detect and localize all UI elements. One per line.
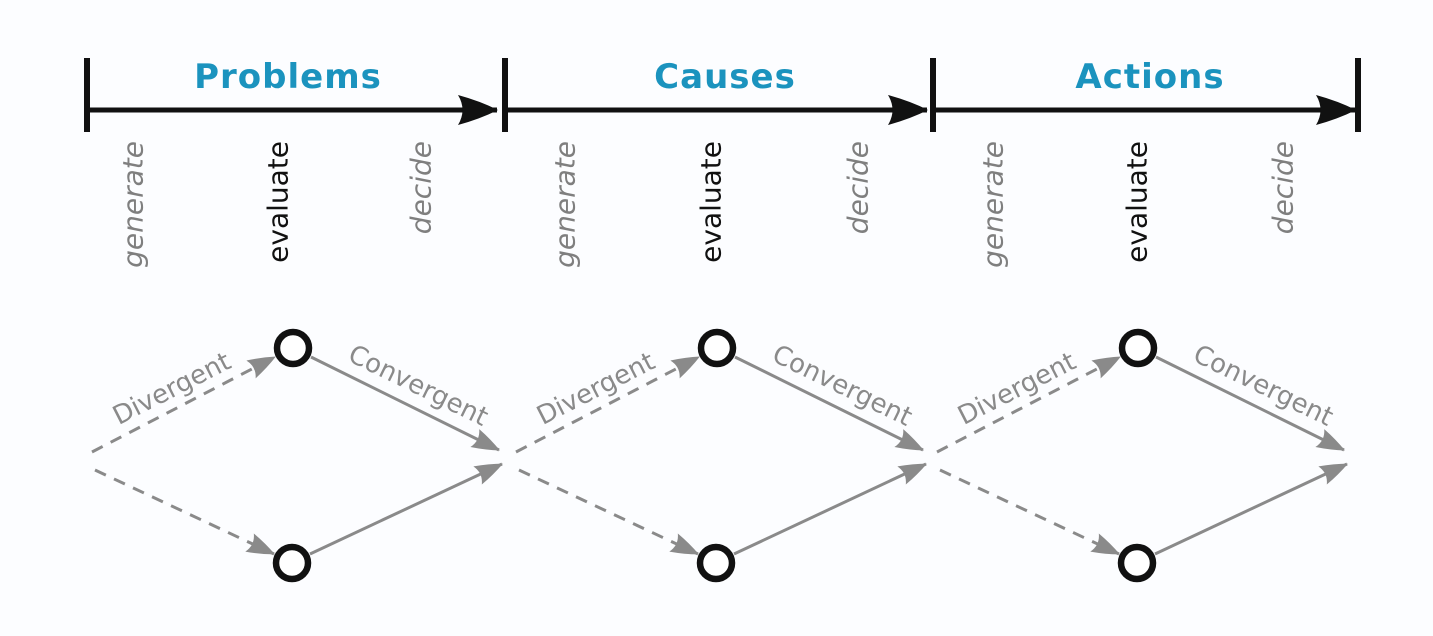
convergent-label: Convergent — [1188, 339, 1337, 432]
phase-label-decide-1: decide — [405, 141, 438, 234]
timeline: Problems Causes Actions — [84, 57, 1361, 132]
convergent-arrow-upper — [734, 355, 924, 452]
option-node-bottom — [272, 543, 312, 583]
divergent-arrow-lower — [94, 468, 275, 556]
divergent-label: Divergent — [532, 347, 660, 432]
phase-label-generate-2: generate — [549, 141, 582, 268]
divergent-arrow-upper — [936, 355, 1121, 454]
option-node-top — [1118, 328, 1158, 368]
phase-label-generate-3: generate — [977, 141, 1010, 268]
option-node-top — [273, 328, 313, 368]
divergent-arrow-upper — [91, 355, 276, 454]
phase-label-evaluate-3: evaluate — [1121, 141, 1154, 263]
phase-label-decide-2: decide — [842, 141, 875, 234]
phase-label-decide-3: decide — [1267, 141, 1300, 234]
option-node-bottom — [1117, 543, 1157, 583]
diamond-problems: Divergent Convergent — [91, 328, 503, 583]
convergent-arrow-upper — [1155, 355, 1345, 452]
diamond-actions: Divergent Convergent — [936, 328, 1348, 583]
phase-labels: generate evaluate decide generate evalua… — [117, 141, 1300, 268]
convergent-arrow-lower — [733, 462, 927, 556]
option-node-bottom — [696, 543, 736, 583]
divergent-label: Divergent — [108, 347, 236, 432]
option-node-top — [697, 328, 737, 368]
divergent-arrow-lower — [939, 468, 1120, 556]
convergent-arrow-upper — [310, 355, 500, 452]
convergent-label: Convergent — [343, 339, 492, 432]
divergent-label: Divergent — [953, 347, 1081, 432]
phase-label-generate-1: generate — [117, 141, 150, 268]
section-title-actions: Actions — [1075, 57, 1224, 97]
diamond-causes: Divergent Convergent — [515, 328, 927, 583]
convergent-arrow-lower — [309, 462, 503, 556]
convergent-arrow-lower — [1154, 462, 1348, 556]
divergent-arrow-upper — [515, 355, 700, 454]
section-title-problems: Problems — [194, 57, 382, 97]
divergent-arrow-lower — [518, 468, 699, 556]
phase-label-evaluate-2: evaluate — [695, 141, 728, 263]
phase-label-evaluate-1: evaluate — [262, 141, 295, 263]
section-title-causes: Causes — [654, 57, 796, 97]
convergent-label: Convergent — [767, 339, 916, 432]
